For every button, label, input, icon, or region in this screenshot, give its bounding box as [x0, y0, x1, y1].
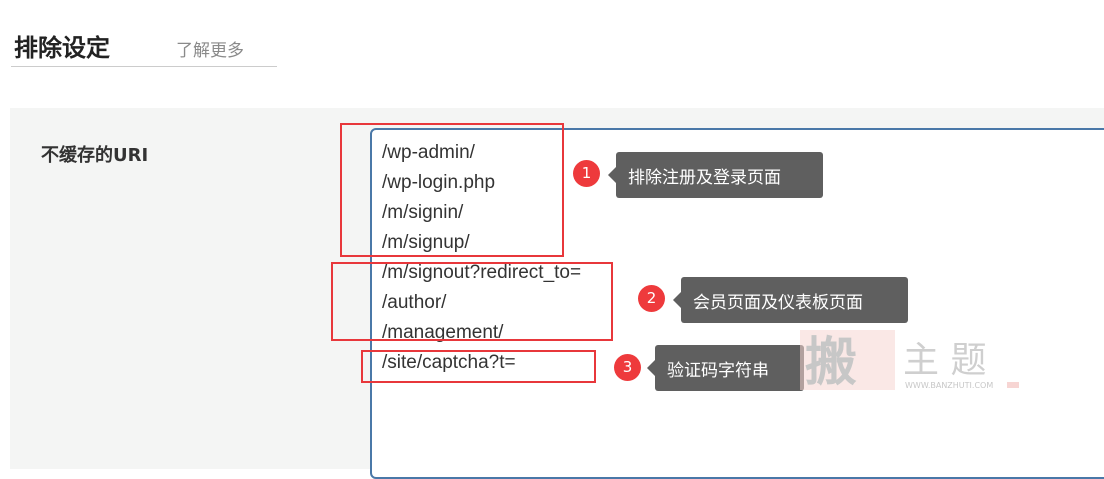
- annotation-number-3: 3: [614, 354, 641, 381]
- annotation-tooltip-3: 验证码字符串: [647, 345, 804, 391]
- uri-line: /wp-admin/: [382, 142, 475, 163]
- svg-text:主 题: 主 题: [903, 340, 986, 381]
- uri-line: /m/signin/: [382, 202, 464, 223]
- svg-text:搬: 搬: [805, 333, 857, 393]
- uri-line: /m/signout?redirect_to=: [382, 262, 582, 283]
- learn-more-link[interactable]: 了解更多: [176, 41, 244, 61]
- page-title: 排除设定: [14, 34, 110, 62]
- annotation-number-1: 1: [573, 160, 600, 187]
- annotation-tooltip-1: 排除注册及登录页面: [608, 152, 823, 198]
- uri-line: /site/captcha?t=: [382, 352, 516, 373]
- uri-line: /m/signup/: [382, 232, 470, 253]
- annotation-tooltip-2: 会员页面及仪表板页面: [673, 277, 908, 323]
- uri-line: /management/: [382, 322, 504, 343]
- annotation-box-1: [340, 123, 564, 257]
- tooltip-text: 排除注册及登录页面: [628, 167, 781, 188]
- annotation-box-2: [331, 262, 613, 341]
- uri-line: /wp-login.php: [382, 172, 496, 193]
- annotation-number-2: 2: [638, 285, 665, 312]
- tooltip-text: 验证码字符串: [667, 360, 769, 381]
- watermark-logo: 搬 主 题 WWW.BANZHUTI.COM: [795, 328, 1025, 394]
- title-divider: [11, 66, 277, 67]
- uri-line: /author/: [382, 292, 447, 313]
- annotation-box-3: [361, 350, 596, 383]
- field-label: 不缓存的URI: [41, 145, 149, 166]
- tooltip-text: 会员页面及仪表板页面: [693, 292, 863, 313]
- svg-text:WWW.BANZHUTI.COM: WWW.BANZHUTI.COM: [905, 381, 993, 390]
